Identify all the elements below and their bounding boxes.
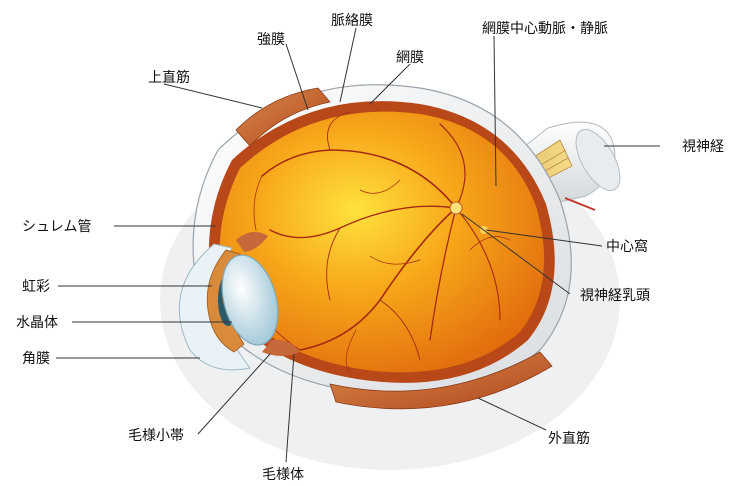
label-lateral-rectus: 外直筋 (548, 430, 590, 447)
label-sclera: 強膜 (257, 32, 285, 48)
label-retina: 網膜 (396, 50, 424, 66)
label-superior-rectus: 上直筋 (148, 69, 190, 86)
label-cornea: 角膜 (22, 351, 50, 367)
label-optic-disc: 視神経乳頭 (580, 288, 650, 304)
label-iris: 虹彩 (22, 279, 50, 295)
label-choroid: 脈絡膜 (331, 13, 373, 29)
label-central-vessels: 網膜中心動脈・静脈 (482, 21, 608, 37)
label-optic-nerve: 視神経 (682, 139, 724, 155)
label-ciliary-body: 毛様体 (262, 467, 304, 483)
label-lens: 水晶体 (16, 315, 58, 331)
label-zonule: 毛様小帯 (128, 428, 184, 444)
label-fovea: 中心窩 (606, 238, 648, 255)
optic-disc (450, 202, 462, 214)
label-schlemm-canal: シュレム管 (22, 219, 91, 235)
